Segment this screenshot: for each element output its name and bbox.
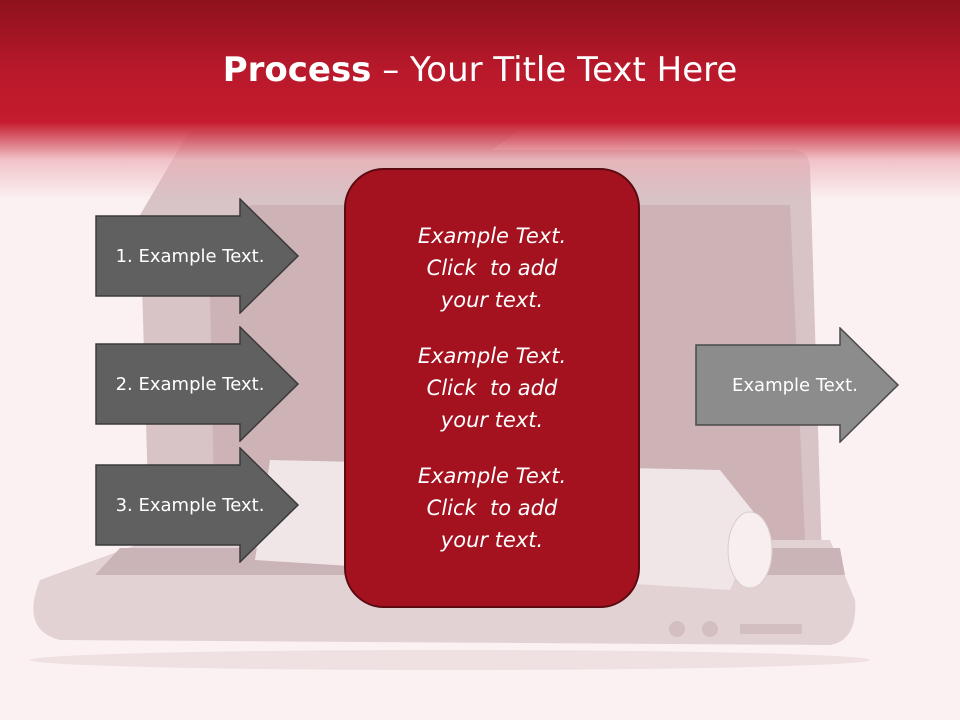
left-arrow-3[interactable]: 3. Example Text. xyxy=(95,447,300,563)
center-line: Example Text. xyxy=(417,464,567,488)
title-rest: – Your Title Text Here xyxy=(371,50,738,90)
center-line: Example Text. xyxy=(417,224,567,248)
center-line: Example Text. xyxy=(417,344,567,368)
arrow-shape xyxy=(95,326,300,442)
slide-title[interactable]: Process – Your Title Text Here xyxy=(0,50,960,90)
center-line: your text. xyxy=(440,408,544,432)
left-arrow-1[interactable]: 1. Example Text. xyxy=(95,198,300,314)
center-text-item[interactable]: Example Text. Click to add your text. xyxy=(418,220,566,316)
left-arrow-label: 3. Example Text. xyxy=(115,494,265,516)
center-line: Click to add xyxy=(426,256,558,280)
title-bold: Process xyxy=(222,50,372,90)
center-text-box[interactable]: Example Text. Click to add your text. Ex… xyxy=(344,168,640,608)
right-arrow[interactable]: Example Text. xyxy=(695,327,900,443)
arrow-shape xyxy=(95,198,300,314)
center-line: Click to add xyxy=(426,376,558,400)
left-arrow-label: 2. Example Text. xyxy=(115,373,265,395)
arrow-shape xyxy=(95,447,300,563)
left-arrow-2[interactable]: 2. Example Text. xyxy=(95,326,300,442)
left-arrow-label: 1. Example Text. xyxy=(115,245,265,267)
center-text-item[interactable]: Example Text. Click to add your text. xyxy=(418,340,566,436)
right-arrow-label: Example Text. xyxy=(732,374,858,396)
title-bar xyxy=(0,0,960,200)
center-line: your text. xyxy=(440,288,544,312)
center-line: Click to add xyxy=(426,496,558,520)
center-line: your text. xyxy=(440,528,544,552)
center-text-item[interactable]: Example Text. Click to add your text. xyxy=(418,460,566,556)
arrow-shape xyxy=(695,327,900,443)
